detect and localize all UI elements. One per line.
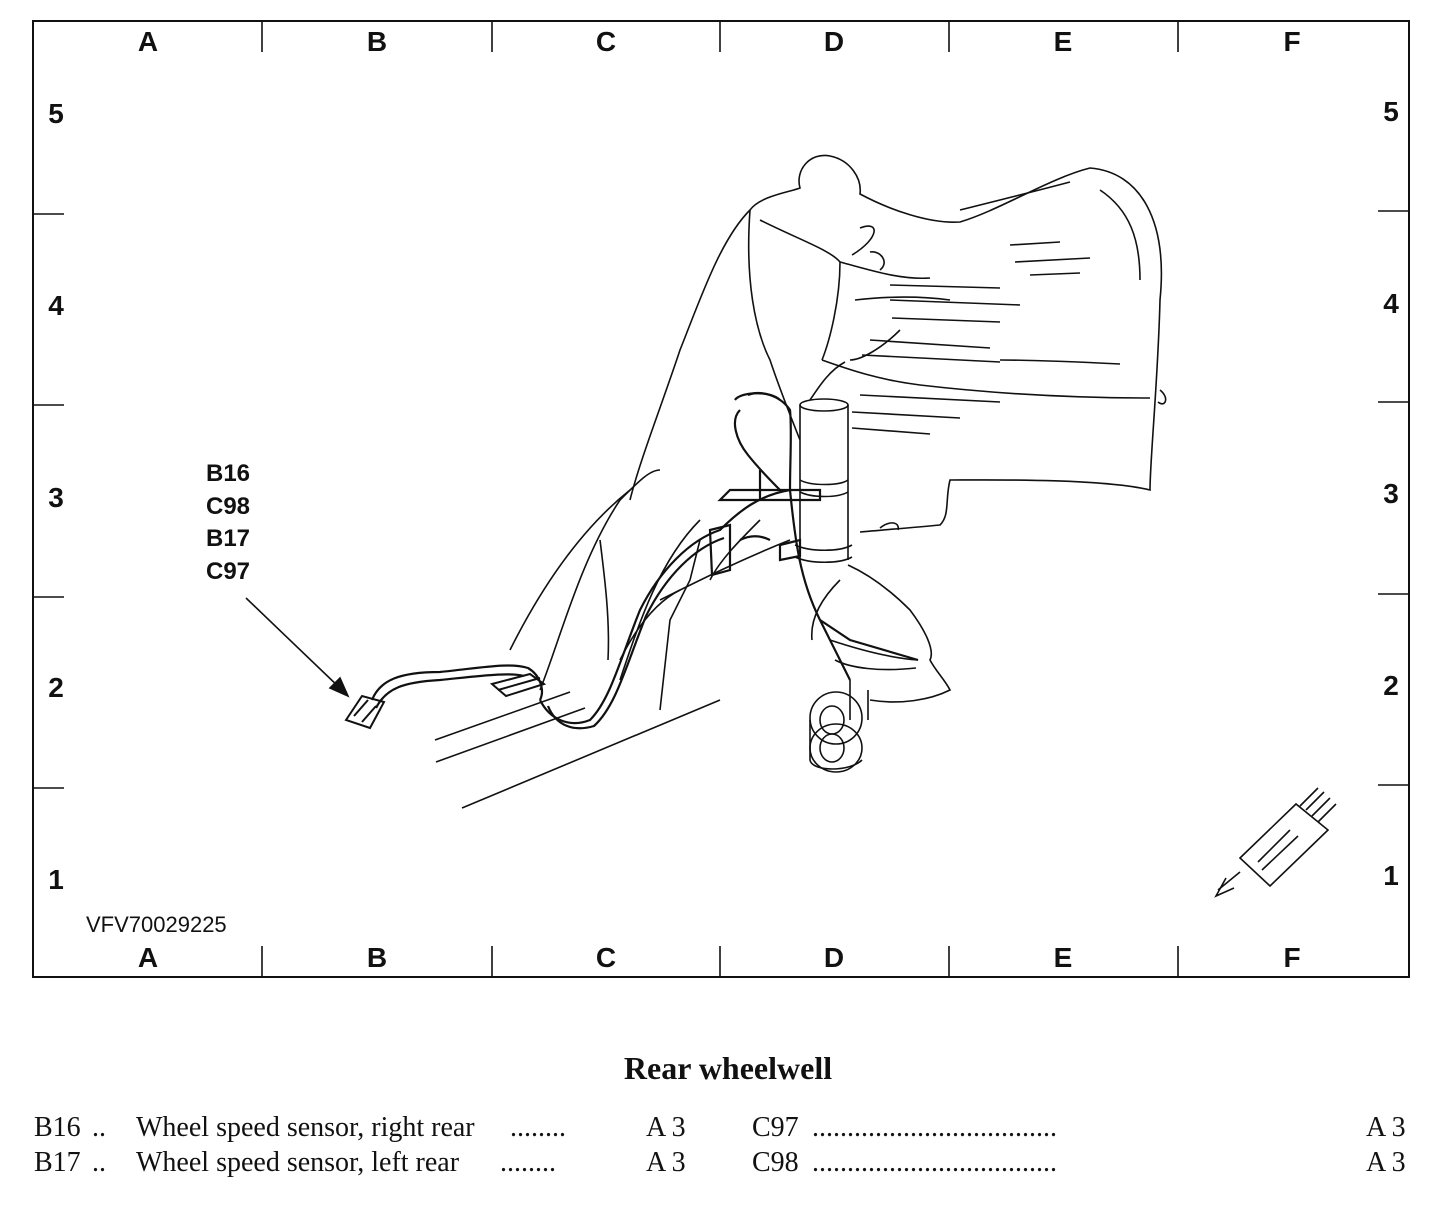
row-label-4-right: 4 (1383, 288, 1399, 319)
car-direction-icon (1214, 787, 1337, 898)
col-label-b-bottom: B (366, 942, 388, 973)
col-label-a-bottom: A (137, 942, 159, 973)
grid-ticks-bottom (261, 946, 1179, 976)
row-label-2-left: 2 (48, 672, 64, 703)
legend-row-b17: B17 .. Wheel speed sensor, left rear ...… (0, 1147, 1456, 1183)
col-label-a-top: A (137, 26, 159, 57)
legend-dots: ........ (510, 1112, 566, 1143)
wiring-harness (370, 392, 919, 730)
row-label-5-left: 5 (48, 98, 64, 129)
legend-loc: A 3 (1366, 1147, 1406, 1178)
row-label-1-left: 1 (48, 864, 64, 895)
component-callout: B16 C98 B17 C97 (206, 458, 250, 588)
col-label-c-bottom: C (595, 942, 617, 973)
col-label-f-top: F (1283, 26, 1301, 57)
legend-desc: Wheel speed sensor, left rear (136, 1147, 460, 1178)
legend-dots: ........ (500, 1147, 556, 1178)
figure-code: VFV70029225 (86, 912, 227, 937)
legend-row-c97: C97 ................................... … (0, 1112, 1456, 1148)
row-label-2-right: 2 (1383, 670, 1399, 701)
legend-id: B16 (34, 1112, 81, 1143)
row-label-3-left: 3 (48, 482, 64, 513)
wheelwell-panel (629, 154, 1167, 533)
legend-sep: .. (92, 1147, 106, 1178)
legend-id: B17 (34, 1147, 81, 1178)
knuckle (809, 522, 952, 773)
col-label-d-top: D (823, 26, 845, 57)
legend-dots: ................................... (812, 1147, 1057, 1178)
row-label-5-right: 5 (1383, 96, 1399, 127)
row-label-1-right: 1 (1383, 860, 1399, 891)
grid-ticks-left (34, 213, 64, 789)
callout-label-c97: C97 (206, 557, 251, 585)
legend-dots: ................................... (812, 1112, 1057, 1143)
legend-row-b16: B16 .. Wheel speed sensor, right rear ..… (0, 1112, 1456, 1148)
legend-loc: A 3 (646, 1112, 686, 1143)
legend-sep: .. (92, 1112, 106, 1143)
legend-id: C98 (752, 1147, 799, 1178)
callout-label-b17: B17 (206, 525, 251, 552)
row-label-4-left: 4 (48, 290, 64, 321)
col-label-e-bottom: E (1053, 942, 1073, 973)
col-label-e-top: E (1053, 26, 1073, 57)
legend-desc: Wheel speed sensor, right rear (136, 1112, 475, 1143)
connector-b16-c98 (344, 672, 547, 730)
col-label-d-bottom: D (823, 942, 845, 973)
floor-rails (434, 469, 791, 809)
legend-row-c98: C98 ................................... … (0, 1147, 1456, 1183)
page-title: Rear wheelwell (623, 1050, 833, 1086)
legend-id: C97 (752, 1112, 799, 1143)
callout-label-b16: B16 (206, 460, 251, 487)
diagram-frame (32, 20, 1410, 978)
col-label-f-bottom: F (1283, 942, 1301, 973)
callout-arrow (245, 597, 350, 698)
col-label-b-top: B (366, 26, 388, 57)
legend-loc: A 3 (1366, 1112, 1406, 1143)
grid-ticks-top (261, 22, 1179, 52)
legend-loc: A 3 (646, 1147, 686, 1178)
strut (794, 361, 853, 564)
row-label-3-right: 3 (1383, 478, 1399, 509)
col-label-c-top: C (595, 26, 617, 57)
callout-label-c98: C98 (206, 492, 251, 520)
grid-ticks-right (1378, 210, 1408, 786)
